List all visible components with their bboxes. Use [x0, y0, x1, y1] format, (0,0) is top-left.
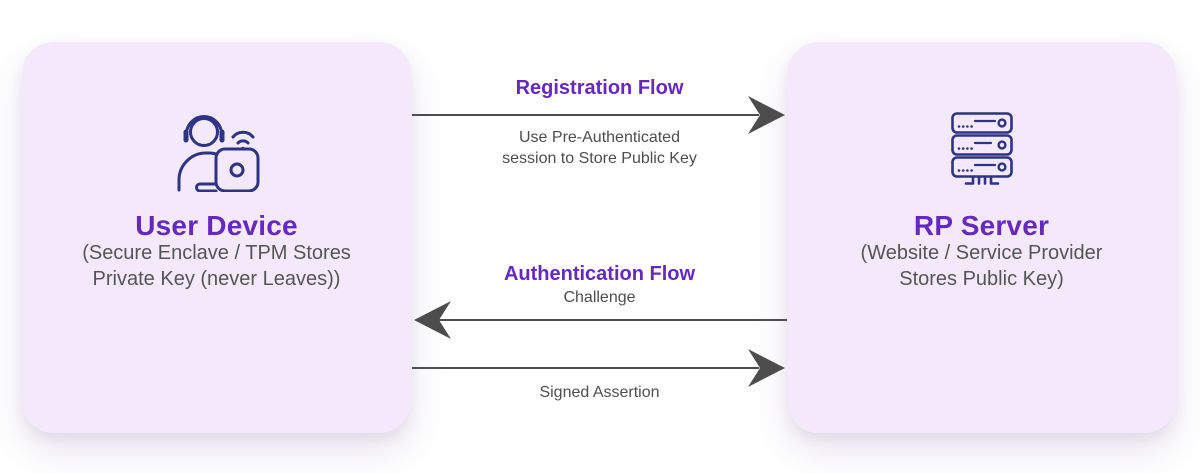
rp-server-subtitle-line2: Stores Public Key) — [899, 268, 1064, 290]
registration-flow-description: Use Pre-Authenticated session to Store P… — [412, 127, 787, 169]
server-rack-icon — [950, 112, 1013, 185]
rp-server-subtitle-line1: (Website / Service Provider — [860, 242, 1103, 264]
challenge-arrow-left-icon — [414, 301, 787, 339]
registration-flow-label: Registration Flow — [515, 77, 684, 99]
registration-flow-description-line2: session to Store Public Key — [502, 150, 697, 167]
authentication-flow-label: Authentication Flow — [503, 263, 696, 285]
user-at-laptop-icon — [177, 115, 259, 192]
rp-server-subtitle: (Website / Service Provider Stores Publi… — [787, 240, 1176, 292]
user-device-subtitle-line1: (Secure Enclave / TPM Stores — [82, 242, 351, 264]
rp-server-title: RP Server — [913, 210, 1050, 241]
signed-assertion-label: Signed Assertion — [539, 384, 660, 401]
user-device-subtitle-line2: Private Key (never Leaves)) — [92, 268, 341, 290]
signed-assertion-arrow-right-icon — [412, 349, 785, 387]
rp-server-node: RP Server (Website / Service Provider St… — [787, 42, 1176, 433]
user-device-node: User Device (Secure Enclave / TPM Stores… — [22, 42, 411, 433]
user-device-subtitle: (Secure Enclave / TPM Stores Private Key… — [22, 240, 411, 292]
user-device-title: User Device — [135, 210, 298, 241]
challenge-label: Challenge — [563, 289, 636, 306]
registration-arrow-right-icon — [412, 96, 785, 134]
registration-flow-description-line1: Use Pre-Authenticated — [519, 129, 680, 146]
